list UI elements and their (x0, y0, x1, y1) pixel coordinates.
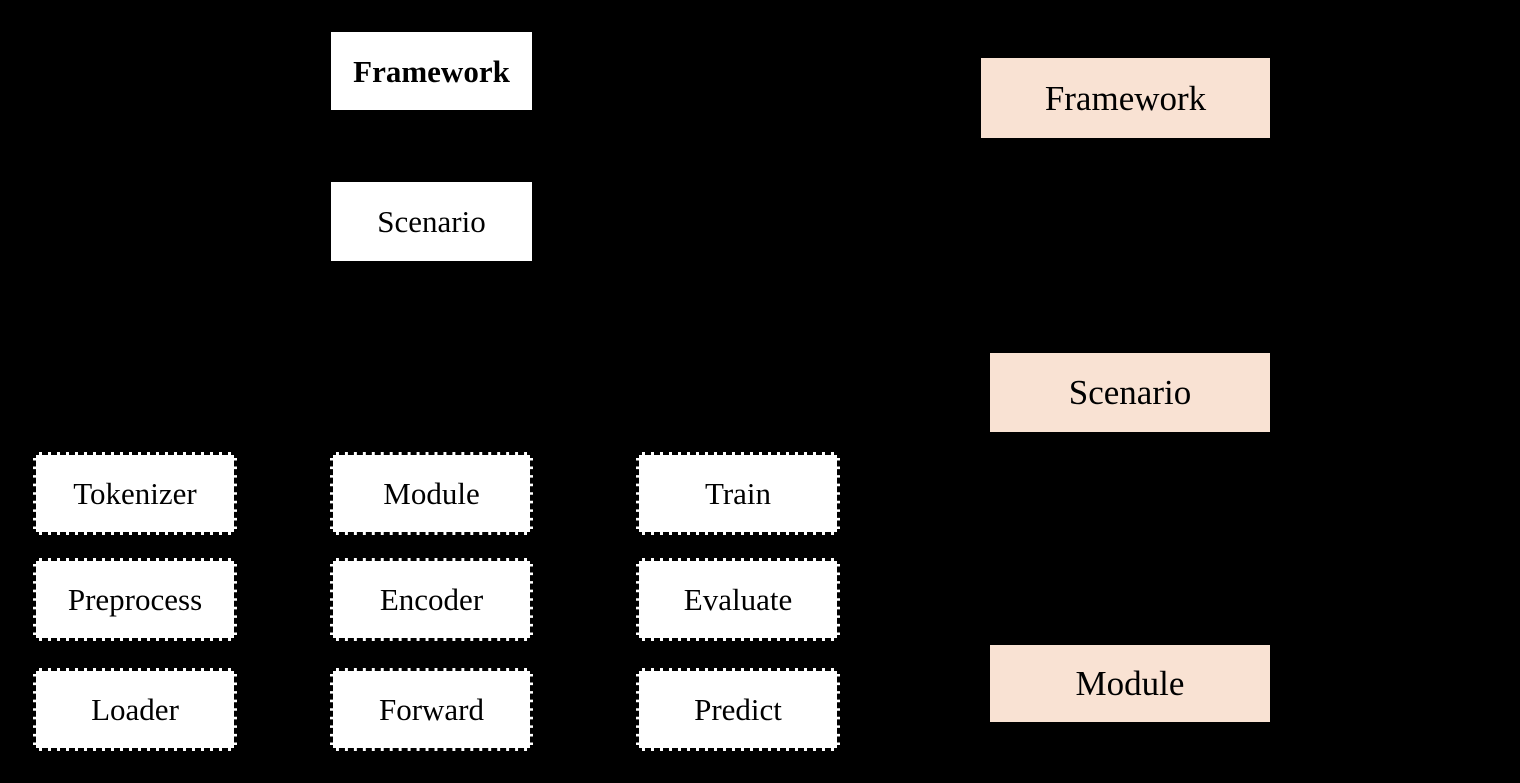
model-column-forward-box: Forward (330, 668, 533, 751)
task-column-evaluate-box: Evaluate (636, 558, 840, 641)
box-label: Predict (694, 692, 782, 727)
right-group-framework-box: Framework (981, 58, 1270, 138)
top-group-framework-box: Framework (331, 32, 532, 110)
box-label: Train (704, 476, 772, 511)
box-label: Framework (1044, 78, 1207, 118)
box-label: Encoder (379, 582, 484, 617)
box-label: Framework (353, 53, 510, 89)
box-label: Forward (378, 692, 485, 727)
data-column-loader-box: Loader (33, 668, 237, 751)
box-label: Scenario (377, 204, 486, 239)
box-label: Tokenizer (73, 476, 197, 511)
box-label: Loader (91, 692, 179, 727)
right-group-module-box: Module (990, 645, 1270, 722)
task-column-predict-box: Predict (636, 668, 840, 751)
box-label: Module (1075, 664, 1185, 703)
box-label: Preprocess (67, 582, 203, 617)
data-column-preprocess-box: Preprocess (33, 558, 237, 641)
top-group-scenario-box: Scenario (331, 182, 532, 261)
right-group-scenario-box: Scenario (990, 353, 1270, 432)
box-label: Scenario (1068, 373, 1192, 412)
box-label: Evaluate (683, 582, 793, 617)
task-column-train-box: Train (636, 452, 840, 535)
data-column-tokenizer-box: Tokenizer (33, 452, 237, 535)
model-column-encoder-box: Encoder (330, 558, 533, 641)
box-label: Module (383, 476, 480, 511)
model-column-module-box: Module (330, 452, 533, 535)
